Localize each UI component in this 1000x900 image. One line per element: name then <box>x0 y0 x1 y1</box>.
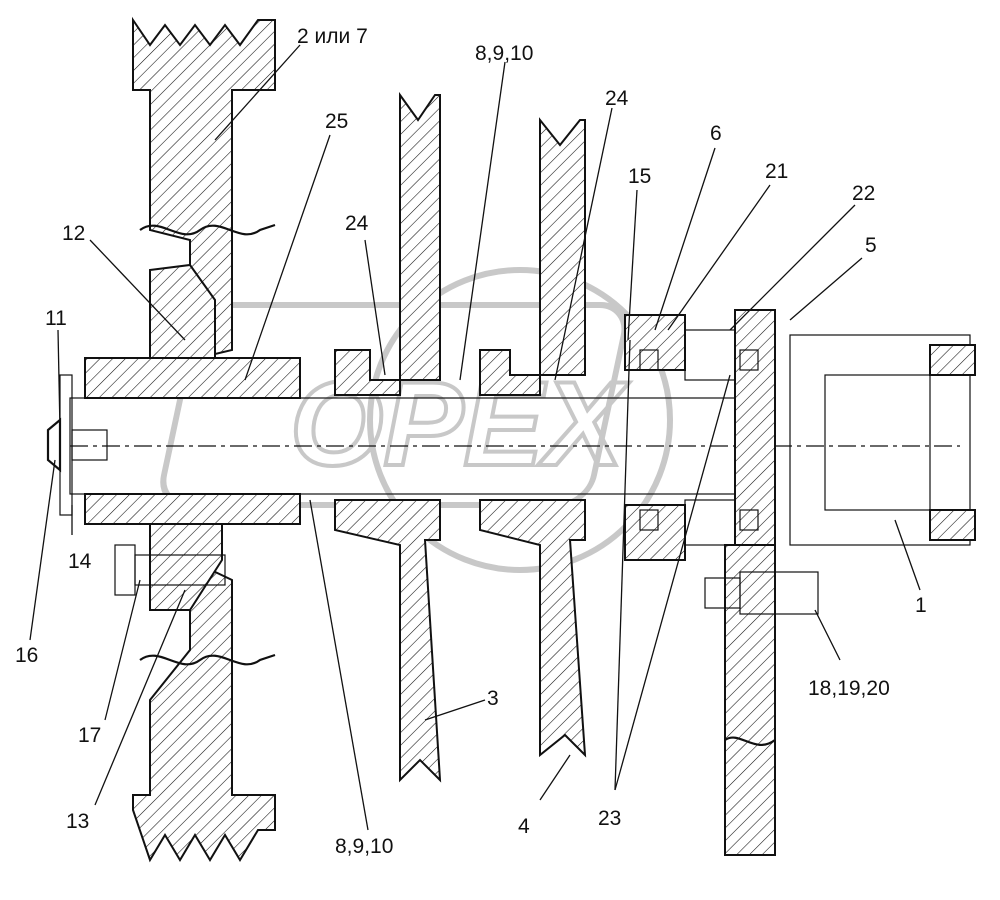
callout-24-right: 24 <box>605 87 629 110</box>
seal-upper-left <box>639 349 659 371</box>
callout-11: 11 <box>45 307 67 330</box>
drive-tube <box>789 334 976 546</box>
end-bolt-head <box>46 417 62 473</box>
break-line-lower <box>139 653 276 666</box>
bearing-upper <box>684 329 736 381</box>
callout-24-left: 24 <box>345 212 369 235</box>
callout-22: 22 <box>852 182 875 205</box>
right-pulley-lower <box>479 499 587 758</box>
callout-12: 12 <box>62 222 85 245</box>
callout-1: 1 <box>915 594 927 617</box>
watermark-gear-icon <box>367 267 673 573</box>
end-bolt-shank <box>71 429 108 461</box>
pulley-lower-rim <box>132 558 276 863</box>
callout-5: 5 <box>865 234 877 257</box>
callout-17: 17 <box>78 724 101 747</box>
seal-lower-left <box>639 509 659 531</box>
callout-15: 15 <box>628 165 651 188</box>
callout-8-9-10-top: 8,9,10 <box>475 42 533 65</box>
bearing-cap-upper <box>624 314 686 371</box>
bearing-housing <box>734 309 776 571</box>
right-pulley-upper <box>479 117 586 396</box>
flange-bolt-head <box>114 544 136 596</box>
callout-14: 14 <box>68 550 92 573</box>
callout-6: 6 <box>710 122 722 145</box>
bearing-cap-lower <box>624 504 686 561</box>
large-pulley <box>132 16 276 863</box>
pulley-hub-upper <box>149 263 216 359</box>
middle-pulley-upper <box>334 91 441 396</box>
break-line-upper <box>139 223 276 236</box>
tube-coupling <box>824 374 931 511</box>
callout-21: 21 <box>765 160 788 183</box>
hub-flange-lower <box>84 493 301 525</box>
seal-upper-right <box>739 349 759 371</box>
tube-body <box>789 334 971 546</box>
callout-18-19-20: 18,19,20 <box>808 677 890 700</box>
support-plate <box>724 544 776 856</box>
leader-lines <box>29 44 921 831</box>
callout-8-9-10-bottom: 8,9,10 <box>335 835 393 858</box>
callout-16: 16 <box>15 644 38 667</box>
tube-wall-lower <box>929 509 976 541</box>
hub-flange-upper <box>84 357 301 399</box>
right-pulley <box>479 117 587 758</box>
tube-wall-upper <box>929 344 976 376</box>
callout-25: 25 <box>325 110 348 133</box>
bearing-assembly <box>624 309 776 571</box>
middle-pulley <box>334 91 442 783</box>
callout-4: 4 <box>518 815 530 838</box>
flange-bolt-shank <box>134 554 226 586</box>
middle-pulley-lower <box>334 499 442 783</box>
callout-23: 23 <box>598 807 621 830</box>
callout-2-or-7: 2 или 7 <box>297 25 368 48</box>
seal-lower-right <box>739 509 759 531</box>
plate-bolt-shank <box>739 571 819 615</box>
callout-13: 13 <box>66 810 89 833</box>
break-line-plate <box>724 736 776 746</box>
bearing-lower <box>684 499 736 546</box>
callout-3: 3 <box>487 687 499 710</box>
pulley-upper-rim <box>132 16 276 362</box>
